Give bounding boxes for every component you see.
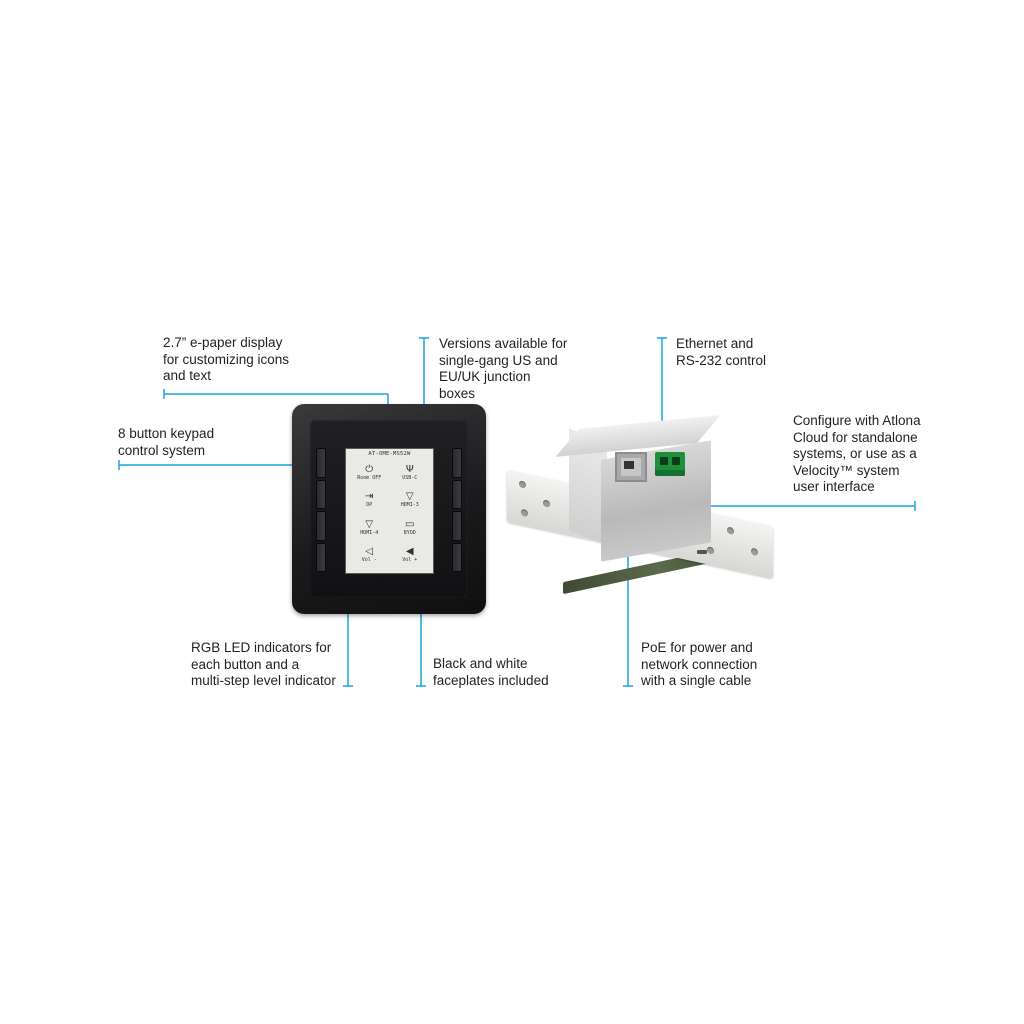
epaper-screen: AT-OME-MS52W ⏻ Room OFF Ψ USB-C ⇥ DP ▽ H… (345, 448, 434, 574)
keypad-buttons-right (452, 448, 462, 572)
screen-button-vol-up: ◀ Vol + (402, 546, 418, 564)
keypad-button (316, 448, 326, 478)
keypad-button (452, 479, 462, 509)
keypad-button (452, 542, 462, 572)
keypad-device: AT-OME-MS52W ⏻ Room OFF Ψ USB-C ⇥ DP ▽ H… (292, 404, 486, 614)
screen-button-vol-down: ◁ Vol - (361, 546, 377, 564)
hdmi-icon: ▽ (365, 518, 374, 530)
label-versions: Versions available for single-gang US an… (439, 336, 568, 401)
screw-hole (707, 546, 714, 555)
label-rgb-led: RGB LED indicators for each button and a… (191, 640, 336, 688)
keypad-button (452, 511, 462, 541)
volume-down-icon: ◁ (365, 546, 374, 558)
label-epaper-display: 2.7” e-paper display for customizing ico… (163, 335, 290, 383)
label-ethernet: Ethernet and RS-232 control (676, 336, 767, 368)
volume-up-icon: ◀ (405, 546, 414, 558)
screen-button-room-off: ⏻ Room OFF (357, 463, 382, 481)
label-configure: Configure with Atlona Cloud for standalo… (793, 413, 921, 494)
screw-hole (543, 499, 550, 508)
keypad-button (452, 448, 462, 478)
screen-button-hdmi-3: ▽ HDMI-3 (400, 491, 419, 509)
screen-button-dp: ⇥ DP (365, 491, 374, 509)
label-poe: PoE for power and network connection wit… (641, 640, 758, 688)
rs232-terminal-block-icon (655, 452, 685, 476)
usb-port-icon (697, 550, 707, 554)
input-icon: ⇥ (365, 491, 374, 503)
keypad-button (316, 511, 326, 541)
hdmi-icon: ▽ (405, 491, 414, 503)
wall-unit-device (505, 415, 775, 600)
keypad-button (316, 479, 326, 509)
screw-hole (521, 508, 528, 518)
screen-model-name: AT-OME-MS52W (368, 451, 411, 457)
ethernet-port-icon (615, 452, 647, 482)
label-keypad: 8 button keypad control system (118, 426, 215, 458)
power-icon: ⏻ (365, 463, 374, 475)
screw-hole (751, 547, 758, 557)
keypad-buttons-left (316, 448, 326, 572)
label-faceplates: Black and white faceplates included (433, 656, 549, 688)
screw-hole (727, 526, 734, 535)
screen-button-usb-c: Ψ USB-C (402, 463, 418, 481)
screen-button-hdmi-4: ▽ HDMI-4 (360, 518, 379, 536)
usb-icon: Ψ (405, 463, 414, 475)
keypad-button (316, 542, 326, 572)
screw-hole (519, 480, 526, 489)
laptop-icon: ▭ (405, 518, 415, 530)
screen-button-byod: ▭ BYOD (403, 518, 416, 536)
